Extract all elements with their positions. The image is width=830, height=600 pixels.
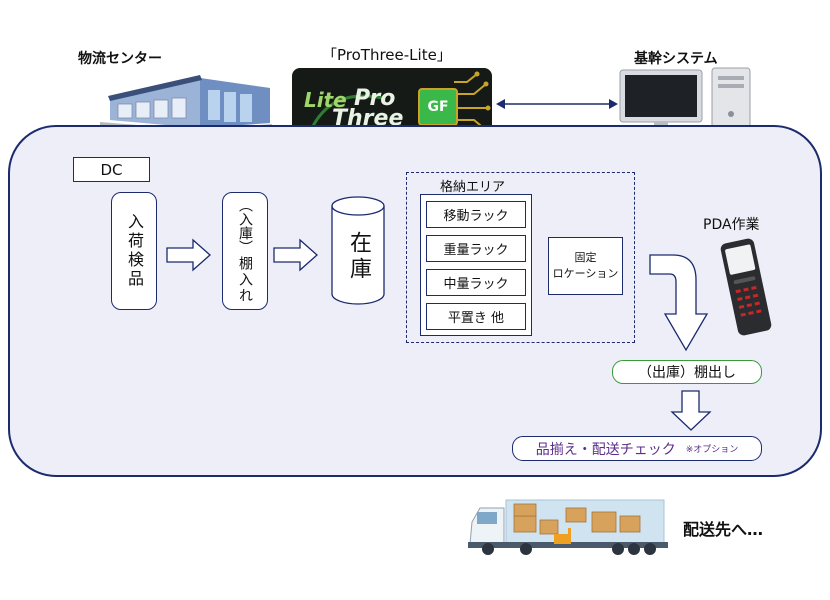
delivery-truck-icon [468, 499, 668, 555]
check-box: 品揃え・配送チェック ※オプション [512, 436, 762, 461]
logistics-center-label: 物流センター [78, 51, 162, 67]
pda-label: PDA作業 [703, 217, 760, 233]
picking-box: （出庫）棚出し [612, 360, 762, 384]
inventory-text-wrap: 在庫 [331, 222, 385, 292]
bent-arrow-down-icon [649, 254, 709, 352]
rack-item: 中量ラック [426, 269, 526, 296]
bidirectional-arrow-icon [496, 99, 618, 109]
warehouse-icon [100, 75, 272, 133]
receiving-inspection-label: 入荷検品 [125, 213, 144, 289]
storage-area-box [406, 172, 635, 343]
storage-area-title: 格納エリア [440, 180, 506, 195]
putaway-label: 棚入れ [237, 256, 253, 304]
rack-item: 重量ラック [426, 235, 526, 262]
logo-chip-badge: GF [418, 88, 458, 126]
rack-item: 平置き 他 [426, 303, 526, 330]
logo-lite-text: Lite [304, 88, 347, 112]
logo-pro-text: Pro [354, 86, 396, 111]
putaway-paren-label: （入庫） [237, 198, 253, 254]
pda-device-icon [720, 238, 772, 336]
receiving-inspection-box: 入荷検品 [111, 192, 157, 310]
putaway-box: （入庫） 棚入れ [222, 192, 268, 310]
rack-item: 移動ラック [426, 201, 526, 228]
check-label: 品揃え・配送チェック [535, 441, 676, 458]
inventory-label: 在庫 [346, 231, 371, 283]
inventory-cylinder [331, 196, 385, 305]
product-name-label: 「ProThree-Lite」 [322, 46, 452, 64]
check-option-note: ※オプション [685, 445, 739, 455]
down-arrow-icon [670, 390, 712, 431]
fixed-location-box: 固定 ロケーション [548, 237, 623, 295]
flow-arrow-icon [166, 238, 211, 272]
core-system-label: 基幹システム [634, 51, 718, 67]
dc-label: DC [73, 157, 150, 182]
delivery-label: 配送先へ… [683, 520, 764, 539]
fixed-location-line1: 固定 [574, 251, 597, 264]
fixed-location-line2: ロケーション [552, 267, 619, 280]
flow-arrow-icon [273, 238, 318, 272]
